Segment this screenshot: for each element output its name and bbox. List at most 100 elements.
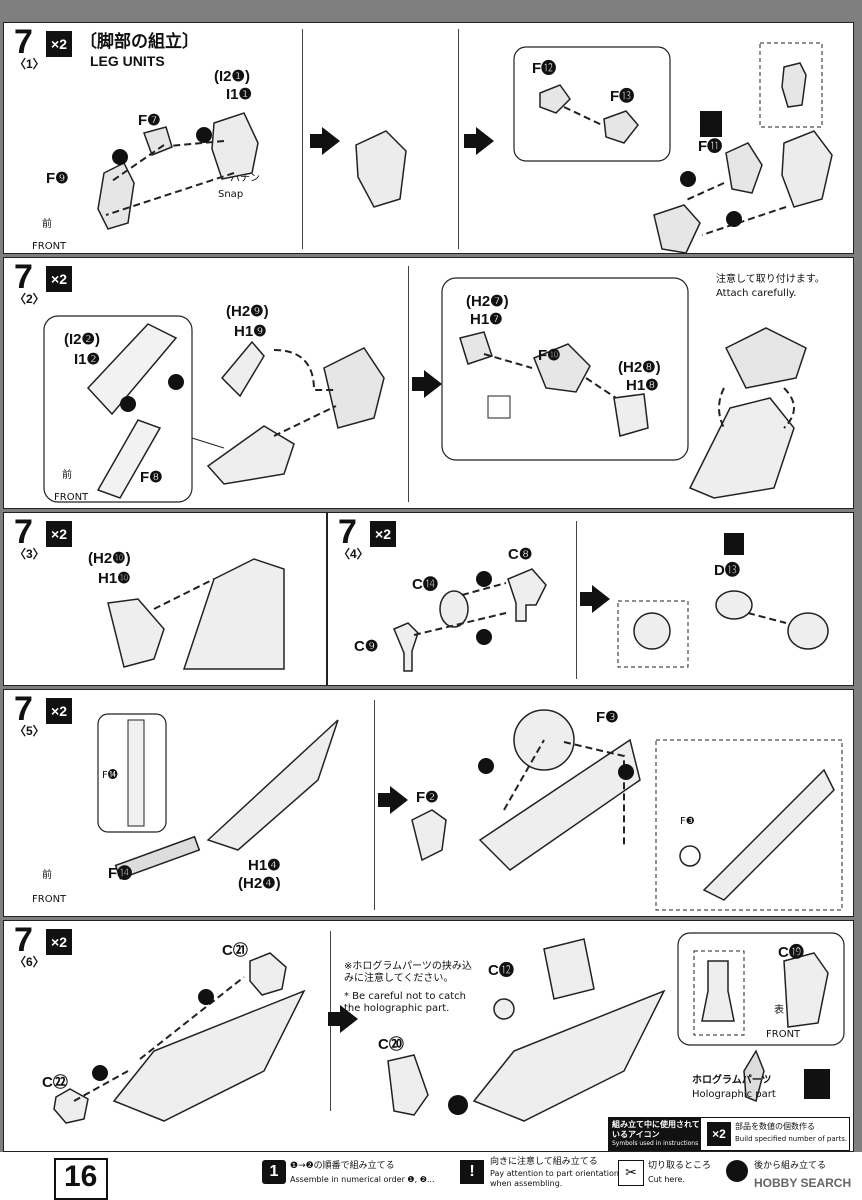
divider [576,521,577,679]
step-7-6-panel: 7 〈6〉 ×2 C㉑ C㉒ C⓬ C⑳ C⓳ 表 [3,920,854,1152]
front-label-en: FRONT [766,1029,801,1040]
part-label: I1❷ [74,351,100,368]
multiplier-badge: ×2 [46,521,72,547]
hologram-note-jp: ※ホログラムパーツの挟み込みに注意してください。 [344,961,472,984]
legend-caution-en1: Pay attention to part orientation [490,1169,619,1178]
footer-legend: 16 1 ❶→❷の順番で組み立てる Assemble in numerical … [0,1152,862,1200]
next-arrow-icon [464,127,494,155]
watermark: HOBBY SEARCH [754,1176,852,1190]
part-label: H1❿ [98,570,131,587]
step-number: 7 [14,513,33,551]
next-arrow-icon [328,1005,358,1033]
divider [408,266,409,502]
holo-part-jp: ホログラムパーツ [692,1075,772,1086]
part-label: F❼ [138,112,161,129]
legend-title-jp: 組み立て中に使用されているアイコン [612,1120,700,1139]
part-label: F❸ [680,816,695,827]
part-label: C㉒ [42,1074,68,1091]
part-label: H1❼ [470,311,503,328]
front-label-jp: 前 [62,470,72,481]
part-label: I1❶ [226,86,252,103]
part-label: C⑳ [378,1036,404,1053]
legend-order-jp: ❶→❷の順番で組み立てる [290,1161,395,1171]
part-label: D⓭ [714,562,740,579]
legend-title-en: Symbols used in instructions [612,1140,699,1147]
front-label-en: FRONT [54,492,89,503]
step-7-5-parts [97,709,843,911]
divider [374,700,375,910]
part-label: F⓭ [610,88,635,105]
step-7-4-parts [393,533,829,672]
legend-mult-jp: 部品を数値の個数作る [735,1122,815,1131]
part-label: F❷ [416,789,439,806]
page-number-badge [54,1158,108,1200]
multiplier-badge: ×2 [46,929,72,955]
part-label: H1❹ [248,857,281,874]
step-number: 7 [14,921,33,959]
step-7-3-panel: 7 〈3〉 ×2 (H2❿) H1❿ [3,512,327,686]
step-header: 7 〈2〉 ×2 [8,258,74,306]
front-label-en: FRONT [32,894,67,905]
step-header: 7 〈1〉 ×2 [8,23,74,71]
part-label: (H2❾) [226,303,269,320]
multiplier-badge: ×2 [46,31,72,57]
multiplier-icon: ×2 [707,1122,731,1146]
step-header: 7 〈5〉 ×2 [8,690,74,738]
step-7-1-parts [97,42,833,254]
legend-mult-en: Build specified number of parts. [735,1135,848,1143]
order-icon: 1 [262,1160,286,1184]
legend-order-en: Assemble in numerical order ❶, ❷... [290,1175,435,1184]
part-label: F⓫ [698,138,723,155]
multiplier-badge: ×2 [46,266,72,292]
cut-icon: ✂ [618,1160,644,1186]
part-label: C⓳ [778,944,804,961]
front-label-jp: 表 [774,1005,784,1016]
part-label: F❾ [46,170,69,187]
part-label: F⓮ [108,865,133,882]
caution-icon: ! [460,1160,484,1184]
step-header: 7 〈6〉 ×2 [8,921,74,969]
part-label: C⓮ [412,576,438,593]
front-label-jp: 前 [42,219,52,230]
step-number: 7 [14,690,33,728]
divider [302,29,303,249]
part-label: H1❽ [626,377,659,394]
part-label: C⓬ [488,962,514,979]
part-label: (H2❽) [618,359,661,376]
part-label: (I2❶) [214,68,250,85]
step-sub: 〈1〉 [14,57,45,71]
step-sub: 〈2〉 [14,292,45,306]
legend-title: 組み立て中に使用されているアイコン Symbols used in instru… [609,1118,701,1150]
part-label: (H2❼) [466,293,509,310]
legend-cut-jp: 切り取るところ [648,1161,712,1171]
next-arrow-icon [580,585,610,613]
step-7-4-panel: 7 〈4〉 ×2 C❽ C⓮ C❾ D⓭ [327,512,854,686]
legend-caution-en2: when assembling. [490,1179,563,1188]
step-sub: 〈4〉 [338,547,369,561]
next-arrow-icon [378,786,408,814]
step-7-2-panel: 7 〈2〉 ×2 (I2❷) I1❷ [3,257,854,509]
step-sub: 〈3〉 [14,547,45,561]
step-number: 7 [14,258,33,296]
part-label: F❿ [538,347,561,364]
part-label: (H2❿) [88,550,131,567]
part-label: F⓮ [102,770,118,781]
part-label: F❽ [140,469,163,486]
caution-note-jp: 注意して取り付けます。 [716,274,825,285]
legend-back-jp: 後から組み立てる [754,1161,827,1171]
step-7-2-parts [43,277,807,503]
step-sub: 〈5〉 [14,724,45,738]
part-label: C㉑ [222,942,248,959]
assemble-later-icon [726,1160,748,1182]
part-label: F❸ [596,709,619,726]
multiplier-badge: ×2 [370,521,396,547]
divider [458,29,459,249]
multiplier-badge: ×2 [46,698,72,724]
step-7-5-panel: 7 〈5〉 ×2 F⓮ F⓮ H1❹ (H2❹) F❸ F❷ F❸ 前 FRON… [3,689,854,917]
section-title-en: LEG UNITS [90,53,165,69]
snap-label-jp: パチン [230,173,260,184]
snap-label-en: Snap [218,189,244,200]
step-number: 7 [338,513,357,551]
front-label-en: FRONT [32,241,67,252]
